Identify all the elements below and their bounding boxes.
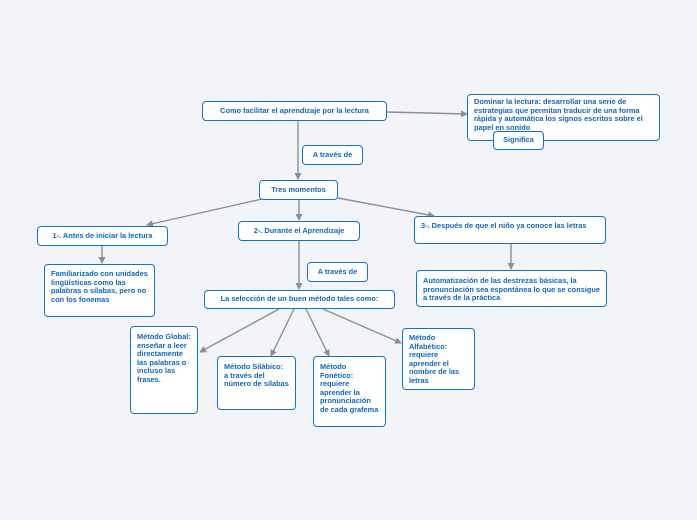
edge-seleccion-global: [199, 308, 280, 353]
node-familiarizado[interactable]: Familiarizado con unidades lingüísticas …: [44, 264, 155, 317]
node-significa[interactable]: Significa: [493, 131, 544, 150]
edge-tres-despues: [337, 197, 435, 219]
node-definition[interactable]: Dominar la lectura: desarrollar una seri…: [467, 94, 660, 141]
edge-seleccion-fonetico: [305, 308, 330, 357]
node-metodo-alfabetico[interactable]: Método Alfabético: requiere aprender el …: [402, 328, 475, 390]
node-metodo-silabico[interactable]: Método Silábico: a través del número de …: [217, 356, 296, 410]
node-metodo-fonetico[interactable]: Método Fonético: requiere aprender la pr…: [313, 356, 386, 427]
node-a-traves-2[interactable]: A través de: [307, 262, 368, 282]
node-seleccion[interactable]: La selección de un buen método tales com…: [204, 290, 395, 309]
edge-seleccion-alfabetico: [322, 308, 402, 344]
node-durante[interactable]: 2-. Durante el Aprendizaje: [238, 221, 360, 241]
edge-seleccion-silabico: [270, 308, 295, 357]
node-antes[interactable]: 1-. Antes de iniciar la lectura: [37, 226, 168, 246]
node-despues[interactable]: 3-. Después de que el niño ya conoce las…: [414, 216, 606, 244]
node-automatizacion[interactable]: Automatización de las destrezas básicas,…: [416, 270, 607, 307]
edge-tres-antes: [146, 198, 263, 228]
edge-root-definition: [386, 110, 468, 118]
node-a-traves-1[interactable]: A través de: [302, 145, 363, 165]
node-tres-momentos[interactable]: Tres momentos: [259, 180, 338, 200]
node-metodo-global[interactable]: Método Global: enseñar a leer directamen…: [130, 326, 198, 414]
node-root[interactable]: Como facilitar el aprendizaje por la lec…: [202, 101, 387, 121]
